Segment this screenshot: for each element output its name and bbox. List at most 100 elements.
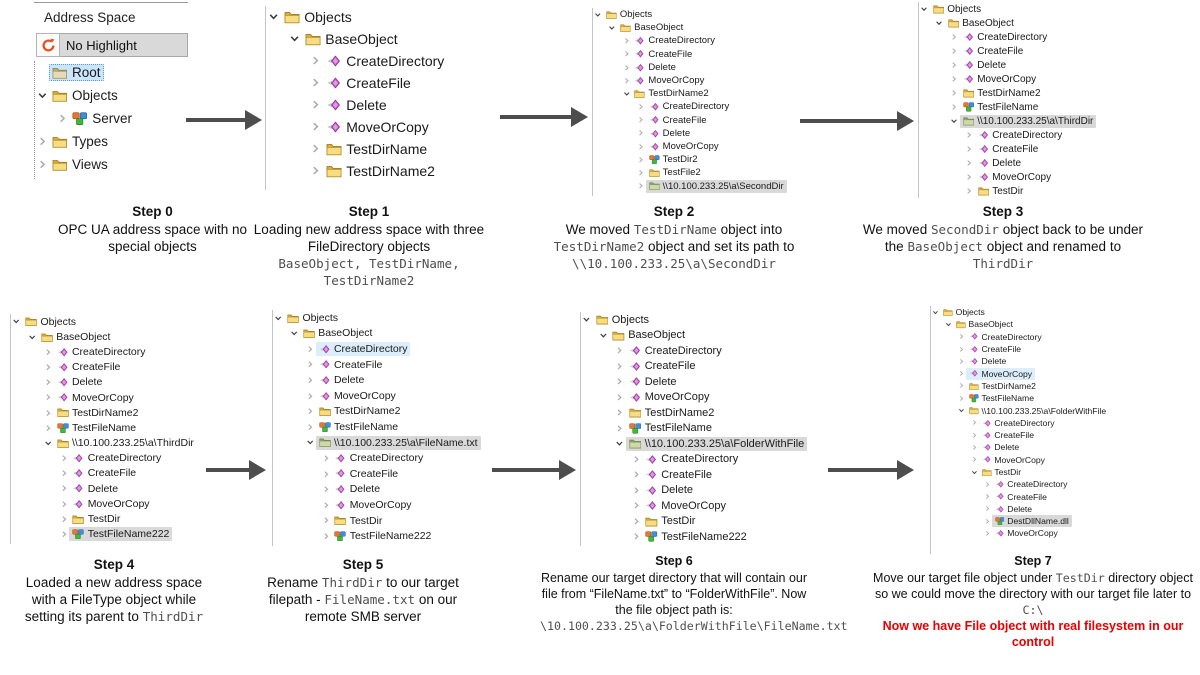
tree-item-delete[interactable]: Delete [593,61,797,74]
tree-item-delete[interactable]: Delete [581,374,797,390]
chevron-collapsed-icon[interactable] [43,424,54,432]
chevron-collapsed-icon[interactable] [949,89,960,97]
chevron-expanded-icon[interactable] [35,90,49,101]
chevron-collapsed-icon[interactable] [636,116,646,124]
tree-item-createdirectory[interactable]: CreateDirectory [931,417,1139,429]
tree-item-10.100.233.25-a-folderwithfile[interactable]: \\10.100.233.25\a\FolderWithFile [581,436,808,452]
chevron-collapsed-icon[interactable] [55,113,69,124]
chevron-collapsed-icon[interactable] [305,345,316,353]
tree-item-testdirname2[interactable]: TestDirName2 [919,86,1133,100]
tree-item-testfilename[interactable]: TestFileName [581,421,797,437]
tree-item-testdirname2[interactable]: TestDirName2 [593,87,797,100]
chevron-collapsed-icon[interactable] [970,444,979,451]
chevron-collapsed-icon[interactable] [631,532,643,541]
tree-item-createdirectory[interactable]: CreateDirectory [931,331,1139,343]
chevron-collapsed-icon[interactable] [35,136,49,147]
chevron-expanded-icon[interactable] [957,407,966,414]
chevron-collapsed-icon[interactable] [631,517,643,526]
tree-item-createdirectory[interactable]: CreateDirectory [11,344,223,359]
chevron-collapsed-icon[interactable] [320,501,331,509]
tree-item-10.100.233.25-a-filename.txt[interactable]: \\10.100.233.25\a\FileName.txt [273,435,487,451]
tree-item-server[interactable]: Server [35,107,188,130]
chevron-expanded-icon[interactable] [11,317,22,325]
tree-item-createfile[interactable]: CreateFile [266,72,496,94]
chevron-collapsed-icon[interactable] [949,33,960,41]
chevron-collapsed-icon[interactable] [308,55,323,66]
tree-item-testdir[interactable]: TestDir [919,184,1133,198]
tree-item-moveorcopy[interactable]: MoveOrCopy [919,170,1133,184]
chevron-collapsed-icon[interactable] [308,121,323,132]
chevron-collapsed-icon[interactable] [636,129,646,137]
tree-item-createdirectory[interactable]: CreateDirectory [273,341,487,357]
chevron-collapsed-icon[interactable] [622,37,632,45]
tree-item-createdirectory[interactable]: CreateDirectory [581,343,797,359]
chevron-expanded-icon[interactable] [919,5,930,13]
tree-item-delete[interactable]: Delete [266,94,496,116]
tree-item-testdir2[interactable]: TestDir2 [593,153,797,166]
tree-item-10.100.233.25-a-seconddir[interactable]: \\10.100.233.25\a\SecondDir [593,179,797,193]
chevron-collapsed-icon[interactable] [957,346,966,353]
chevron-collapsed-icon[interactable] [970,419,979,426]
chevron-collapsed-icon[interactable] [614,424,626,433]
tree-item-createfile[interactable]: CreateFile [931,429,1139,441]
chevron-collapsed-icon[interactable] [305,376,316,384]
chevron-collapsed-icon[interactable] [970,432,979,439]
chevron-collapsed-icon[interactable] [631,455,643,464]
chevron-collapsed-icon[interactable] [43,363,54,371]
tree-item-root[interactable]: Root [35,61,188,84]
tree-item-testfilename222[interactable]: TestFileName222 [11,527,223,542]
tree-item-testdirname2[interactable]: TestDirName2 [931,380,1139,392]
tree-item-delete[interactable]: Delete [273,482,487,498]
chevron-collapsed-icon[interactable] [320,485,331,493]
tree-item-delete[interactable]: Delete [919,156,1133,170]
tree-item-moveorcopy[interactable]: MoveOrCopy [593,140,797,153]
chevron-collapsed-icon[interactable] [305,392,316,400]
chevron-collapsed-icon[interactable] [631,486,643,495]
chevron-collapsed-icon[interactable] [983,518,992,525]
tree-item-baseobject[interactable]: BaseObject [273,326,487,342]
tree-item-createfile[interactable]: CreateFile [931,490,1139,502]
tree-item-delete[interactable]: Delete [931,503,1139,515]
tree-item-testdirname2[interactable]: TestDirName2 [273,404,487,420]
tree-item-delete[interactable]: Delete [11,375,223,390]
tree-item-delete[interactable]: Delete [919,58,1133,72]
chevron-expanded-icon[interactable] [931,309,940,316]
tree-item-baseobject[interactable]: BaseObject [931,318,1139,330]
tree-item-moveorcopy[interactable]: MoveOrCopy [581,498,797,514]
chevron-collapsed-icon[interactable] [308,143,323,154]
chevron-collapsed-icon[interactable] [614,362,626,371]
chevron-collapsed-icon[interactable] [983,493,992,500]
chevron-collapsed-icon[interactable] [949,75,960,83]
chevron-collapsed-icon[interactable] [949,61,960,69]
chevron-collapsed-icon[interactable] [964,145,975,153]
tree-item-testdirname2[interactable]: TestDirName2 [266,160,496,182]
highlight-dropdown[interactable]: No Highlight [60,33,188,57]
chevron-collapsed-icon[interactable] [58,515,69,523]
chevron-collapsed-icon[interactable] [305,407,316,415]
tree-item-delete[interactable]: Delete [931,441,1139,453]
tree-item-createfile[interactable]: CreateFile [11,360,223,375]
chevron-expanded-icon[interactable] [944,321,953,328]
chevron-expanded-icon[interactable] [622,90,632,98]
chevron-collapsed-icon[interactable] [964,173,975,181]
tree-item-createdirectory[interactable]: CreateDirectory [931,478,1139,490]
chevron-expanded-icon[interactable] [970,469,979,476]
chevron-collapsed-icon[interactable] [43,393,54,401]
chevron-collapsed-icon[interactable] [957,358,966,365]
chevron-expanded-icon[interactable] [598,331,610,340]
chevron-collapsed-icon[interactable] [949,47,960,55]
chevron-collapsed-icon[interactable] [631,501,643,510]
tree-item-createfile[interactable]: CreateFile [11,466,223,481]
tree-item-moveorcopy[interactable]: MoveOrCopy [581,390,797,406]
chevron-collapsed-icon[interactable] [58,530,69,538]
chevron-expanded-icon[interactable] [593,11,603,19]
tree-item-destdllname.dll[interactable]: DestDllName.dll [931,515,1139,528]
chevron-collapsed-icon[interactable] [58,454,69,462]
tree-item-testfilename[interactable]: TestFileName [273,419,487,435]
tree-item-testdir[interactable]: TestDir [931,466,1139,478]
chevron-collapsed-icon[interactable] [636,169,646,177]
chevron-collapsed-icon[interactable] [308,77,323,88]
chevron-collapsed-icon[interactable] [308,165,323,176]
tree-item-testfilename[interactable]: TestFileName [11,420,223,435]
tree-item-createdirectory[interactable]: CreateDirectory [581,452,797,468]
